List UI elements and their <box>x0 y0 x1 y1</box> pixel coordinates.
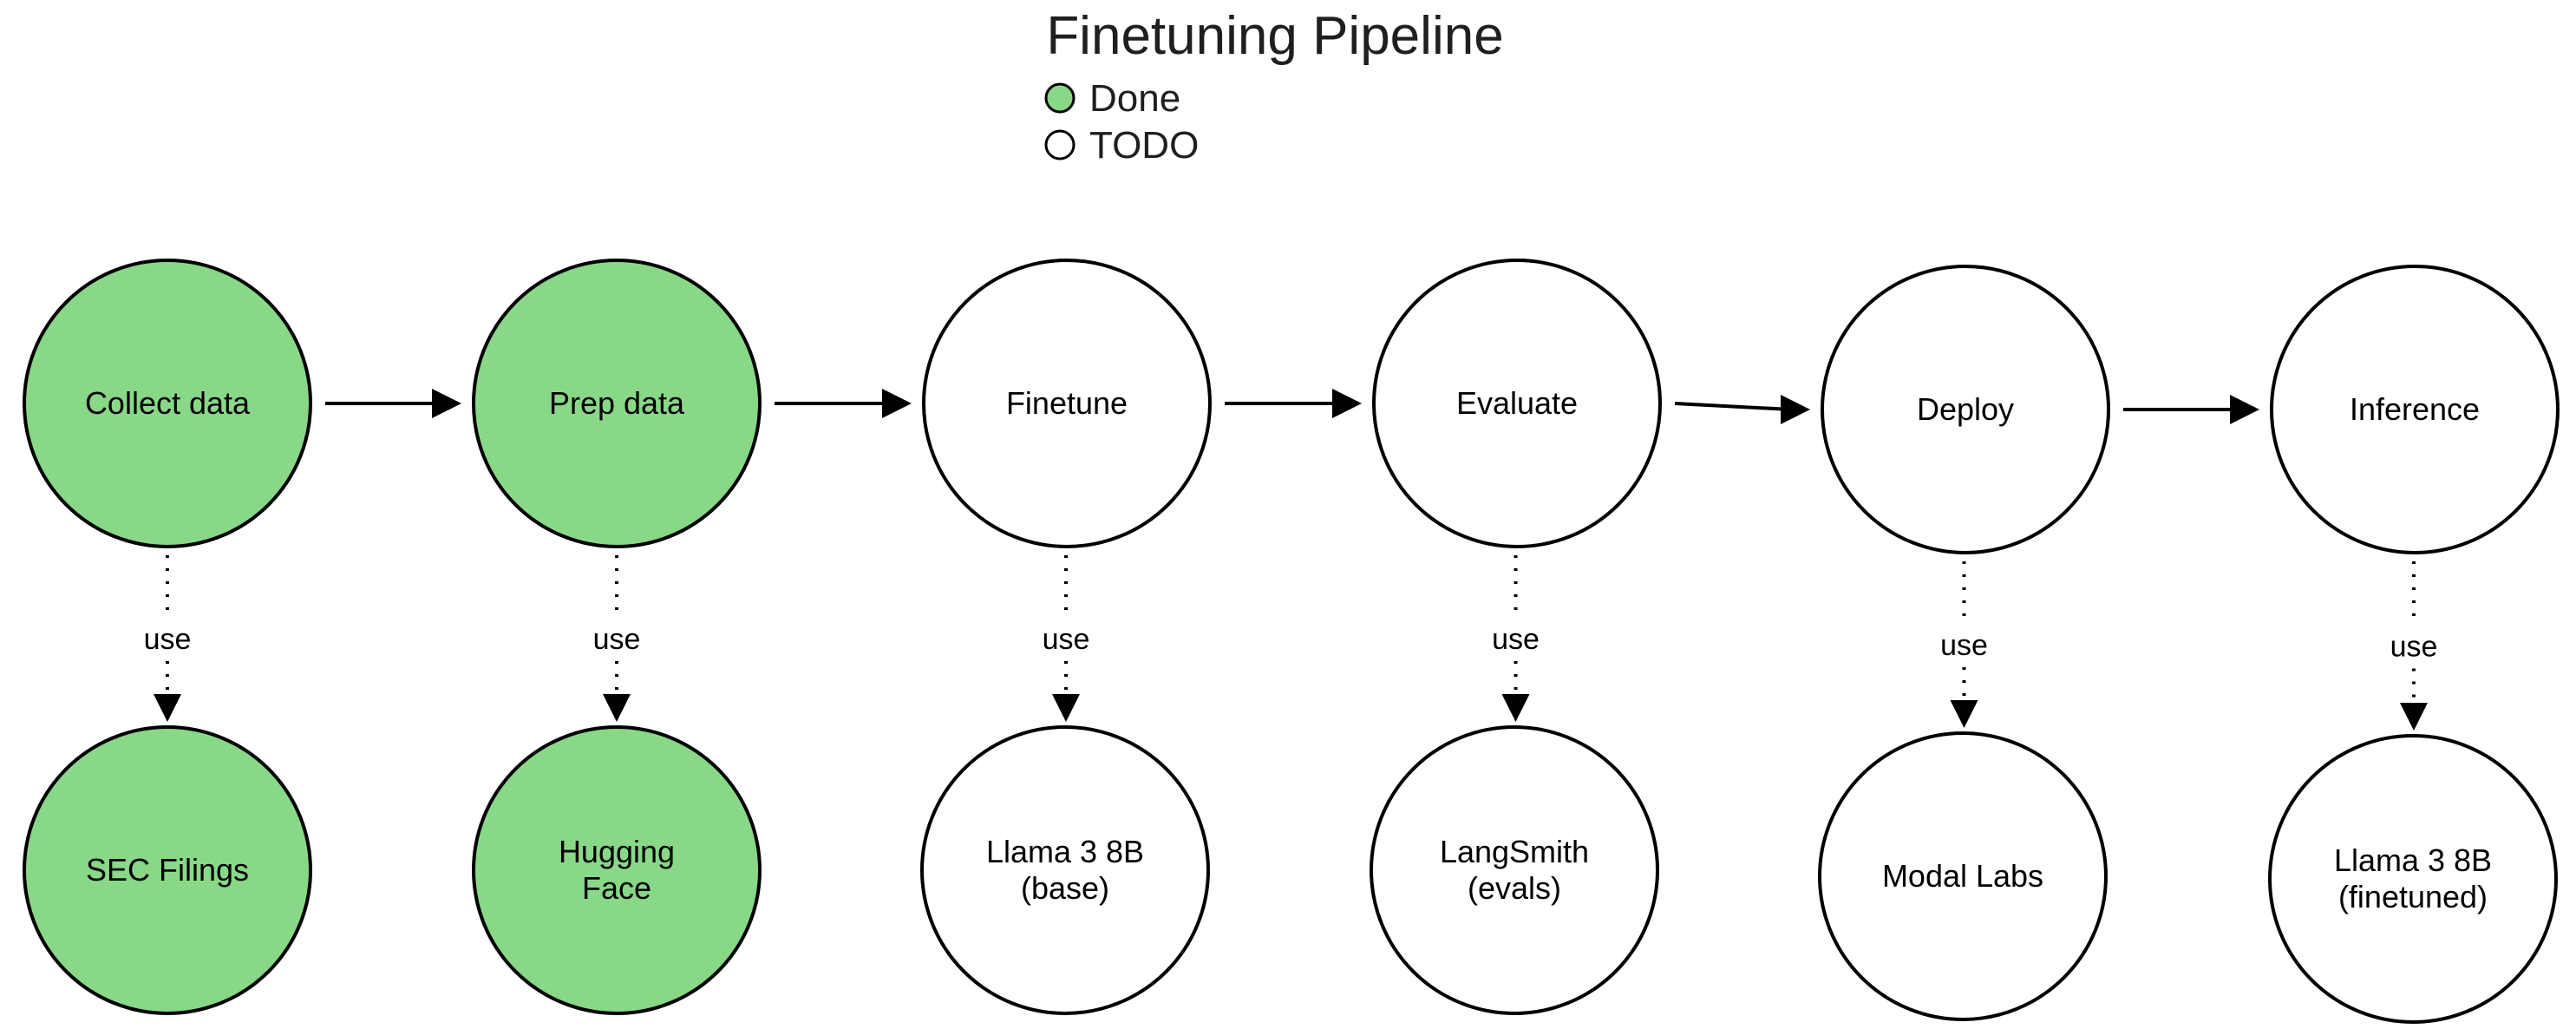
tool-langsmith-evals-node: LangSmith(evals) <box>1370 725 1659 1015</box>
diagram-title: Finetuning Pipeline <box>1046 6 1503 66</box>
flow-arrowhead <box>2230 395 2259 424</box>
tool-sec-filings-node: SEC Filings <box>23 725 312 1015</box>
step-finetune-node: Finetune <box>922 259 1212 548</box>
edges: use use use use use use <box>144 389 2438 731</box>
use-edge-label: use <box>1492 623 1540 656</box>
legend-todo-swatch <box>1044 129 1076 161</box>
use-edge-arrowhead <box>1501 694 1530 722</box>
step-finetune-label: Finetune <box>1006 385 1128 421</box>
step-collect-data-node: Collect data <box>23 259 312 548</box>
tool-llama-3-8b-finetuned-node: Llama 3 8B(finetuned) <box>2268 734 2558 1024</box>
use-edge-label: use <box>1043 623 1090 656</box>
legend: Done TODO <box>1044 77 1199 167</box>
step-evaluate-label: Evaluate <box>1456 385 1578 421</box>
step-collect-data-label: Collect data <box>85 385 251 421</box>
flow-arrowhead <box>1781 395 1810 424</box>
tool-llama-3-8b-base-circle <box>920 725 1210 1015</box>
step-collect-data-circle <box>23 259 312 548</box>
tool-hugging-face-circle <box>472 725 762 1015</box>
tool-llama-3-8b-finetuned-circle <box>2268 734 2558 1024</box>
flow-arrow <box>1674 402 1792 411</box>
flow-arrowhead <box>432 389 461 418</box>
tool-hugging-face-label: Hugging <box>559 834 675 869</box>
use-edge-label: use <box>2390 631 2438 664</box>
use-edge-label: use <box>1940 629 1988 662</box>
step-inference-label: Inference <box>2350 391 2480 427</box>
flow-arrowhead <box>1332 389 1362 418</box>
tool-langsmith-evals-label: (evals) <box>1468 870 1561 906</box>
step-finetune-circle <box>922 259 1212 548</box>
step-deploy-label: Deploy <box>1917 391 2014 427</box>
tool-modal-labs-node: Modal Labs <box>1818 731 2108 1021</box>
use-edge-arrowhead <box>1950 700 1978 728</box>
tool-sec-filings-circle <box>23 725 312 1015</box>
step-evaluate-node: Evaluate <box>1372 259 1662 548</box>
step-prep-data-circle <box>472 259 762 548</box>
legend-done-label: Done <box>1089 77 1180 120</box>
step-inference-node: Inference <box>2270 265 2560 554</box>
use-edge-label: use <box>593 623 641 656</box>
use-edge-arrowhead <box>603 694 631 722</box>
legend-todo-label: TODO <box>1089 124 1199 167</box>
flow-arrowhead <box>882 389 912 418</box>
tool-llama-3-8b-finetuned-label: Llama 3 8B <box>2334 842 2492 878</box>
tool-modal-labs-circle <box>1818 731 2108 1021</box>
legend-done-swatch <box>1044 82 1076 114</box>
tool-llama-3-8b-base-label: (base) <box>1021 870 1109 906</box>
step-inference-circle <box>2270 265 2560 554</box>
step-deploy-circle <box>1821 265 2110 554</box>
tool-langsmith-evals-circle <box>1370 725 1659 1015</box>
step-deploy-node: Deploy <box>1821 265 2110 554</box>
tool-sec-filings-label: SEC Filings <box>86 852 249 888</box>
tool-llama-3-8b-base-node: Llama 3 8B(base) <box>920 725 1210 1015</box>
use-edge-arrowhead <box>1052 694 1080 722</box>
tool-llama-3-8b-finetuned-label: (finetuned) <box>2338 879 2488 914</box>
step-prep-data-label: Prep data <box>549 385 685 421</box>
use-edge-arrowhead <box>2400 703 2428 731</box>
step-prep-data-node: Prep data <box>472 259 762 548</box>
tool-langsmith-evals-label: LangSmith <box>1440 834 1589 869</box>
use-edge-label: use <box>144 623 192 656</box>
tool-modal-labs-label: Modal Labs <box>1882 858 2043 894</box>
tool-llama-3-8b-base-label: Llama 3 8B <box>986 834 1144 869</box>
use-edge-arrowhead <box>154 694 181 722</box>
step-evaluate-circle <box>1372 259 1662 548</box>
tool-hugging-face-label: Face <box>582 870 651 906</box>
